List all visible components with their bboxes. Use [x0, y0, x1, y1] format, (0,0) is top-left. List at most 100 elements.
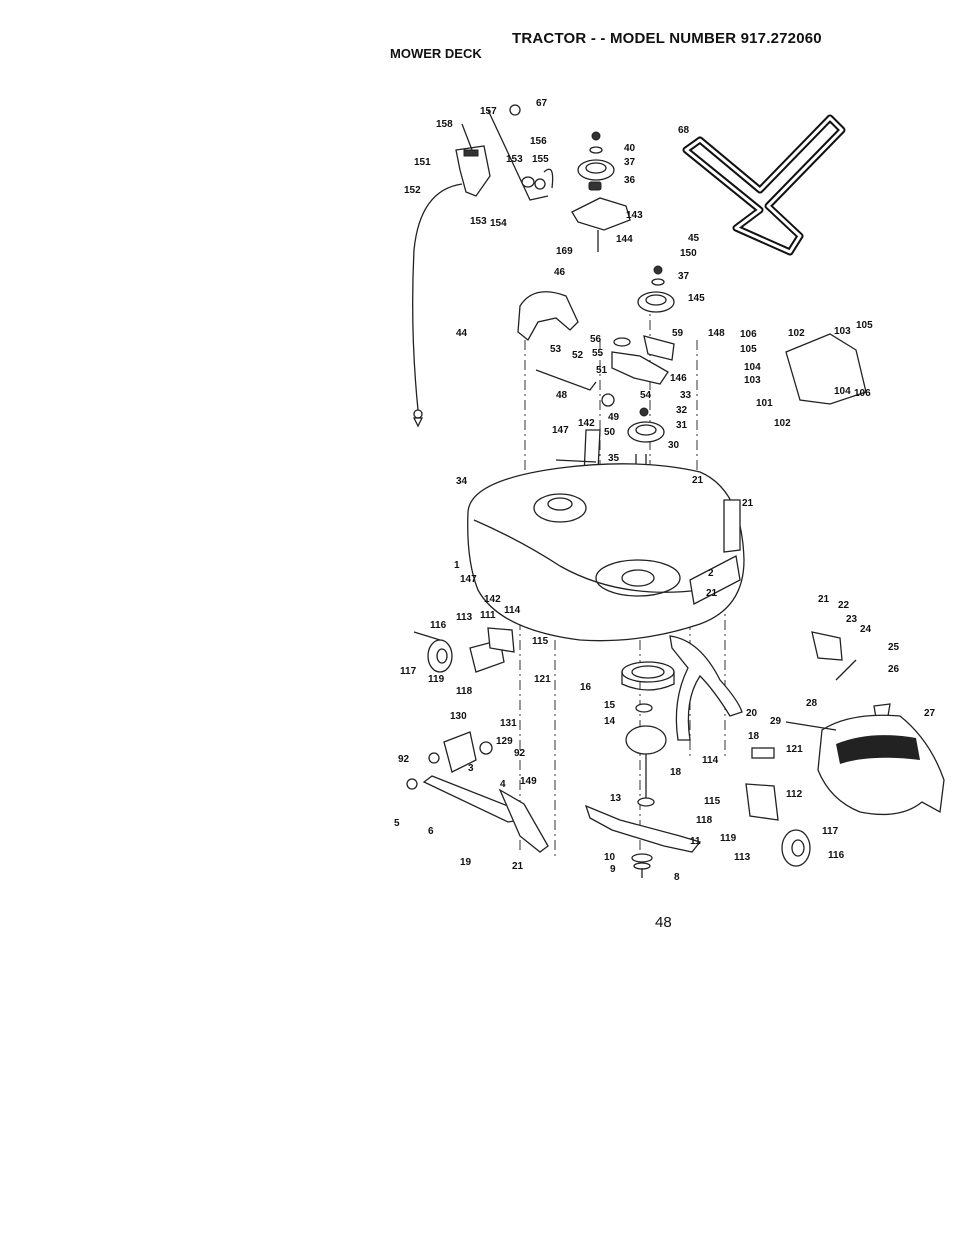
callout: 25: [888, 642, 900, 653]
bracket-143: [571, 197, 631, 231]
callout: 44: [456, 328, 468, 339]
callout: 52: [572, 350, 584, 361]
callout: 143: [626, 210, 643, 221]
callout: 104: [744, 362, 761, 373]
callout: 103: [744, 375, 761, 386]
callout: 169: [556, 246, 573, 257]
callout: 103: [834, 326, 851, 337]
callout: 27: [924, 708, 936, 719]
callout: 101: [756, 398, 773, 409]
callout: 152: [404, 185, 421, 196]
belt-guard-44: [517, 291, 579, 341]
callout: 10: [604, 852, 616, 863]
callout: 129: [496, 736, 513, 747]
callout: 37: [678, 271, 690, 282]
callout: 31: [676, 420, 688, 431]
idler-pulley-36: [577, 131, 615, 191]
gauge-wheel-left: [413, 631, 505, 673]
callout: 151: [414, 157, 431, 168]
blade-adapter-ring-16: [621, 661, 675, 691]
callout: 144: [616, 234, 633, 245]
callout: 3: [468, 763, 474, 774]
callout-labels: 158 157 67 151 156 153 155 40 37 36 152 …: [394, 98, 936, 883]
callout: 21: [818, 594, 830, 605]
callout: 148: [708, 328, 725, 339]
callout: 1: [454, 560, 460, 571]
callout: 18: [748, 731, 760, 742]
cable-152: [412, 183, 463, 411]
callout: 33: [680, 390, 692, 401]
callout: 40: [624, 143, 636, 154]
callout: 4: [500, 779, 506, 790]
callout: 28: [806, 698, 818, 709]
callout: 118: [456, 686, 473, 697]
callout: 113: [734, 852, 751, 863]
callout: 114: [702, 755, 719, 766]
front-link-6: [406, 731, 549, 853]
deflector-101: [785, 333, 867, 405]
upper-bracket: [455, 104, 554, 201]
callout: 45: [688, 233, 700, 244]
callout: 121: [786, 744, 803, 755]
blade-11: [584, 804, 702, 853]
callout: 130: [450, 711, 467, 722]
idler-arm-146: [611, 351, 669, 385]
callout: 102: [774, 418, 791, 429]
callout: 22: [838, 600, 850, 611]
callout: 20: [746, 708, 758, 719]
gauge-wheel-right: [745, 747, 811, 867]
callout: 102: [788, 328, 805, 339]
callout: 51: [596, 365, 608, 376]
callout: 21: [706, 588, 718, 599]
discharge-chute-27: [817, 714, 945, 816]
callout: 114: [504, 605, 521, 616]
callout: 8: [674, 872, 680, 883]
callout: 142: [578, 418, 595, 429]
callout: 154: [490, 218, 507, 229]
callout: 46: [554, 267, 566, 278]
callout: 157: [480, 106, 497, 117]
callout: 156: [530, 136, 547, 147]
callout: 106: [854, 388, 871, 399]
callout: 29: [770, 716, 782, 727]
callout: 142: [484, 594, 501, 605]
callout: 26: [888, 664, 900, 675]
callout: 131: [500, 718, 517, 729]
callout: 68: [678, 125, 690, 136]
callout: 36: [624, 175, 636, 186]
callout: 105: [856, 320, 873, 331]
callout: 155: [532, 154, 549, 165]
callout: 147: [552, 425, 569, 436]
callout: 19: [460, 857, 472, 868]
wheel-bracket-left: [487, 627, 515, 653]
callout: 49: [608, 412, 620, 423]
callout: 13: [610, 793, 622, 804]
callout: 34: [456, 476, 468, 487]
callout: 11: [690, 836, 701, 847]
callout: 119: [720, 833, 737, 844]
right-bracket: [811, 631, 891, 719]
callout: 104: [834, 386, 851, 397]
callout: 106: [740, 329, 757, 340]
callout: 21: [742, 498, 754, 509]
callout: 115: [704, 796, 721, 807]
callout: 149: [520, 776, 537, 787]
callout: 117: [400, 666, 417, 677]
callout: 112: [786, 789, 803, 800]
callout: 92: [398, 754, 410, 765]
section-title: MOWER DECK: [390, 46, 482, 61]
callout: 32: [676, 405, 688, 416]
callout: 67: [536, 98, 548, 109]
callout: 121: [534, 674, 551, 685]
callout: 16: [580, 682, 592, 693]
callout: 6: [428, 826, 434, 837]
callout: 147: [460, 574, 477, 585]
callout: 53: [550, 344, 562, 355]
callout: 23: [846, 614, 858, 625]
callout: 37: [624, 157, 636, 168]
callout: 24: [860, 624, 872, 635]
callout: 15: [604, 700, 616, 711]
callout: 50: [604, 427, 616, 438]
callout: 117: [822, 826, 839, 837]
mower-deck-exploded-diagram: 158 157 67 151 156 153 155 40 37 36 152 …: [394, 98, 945, 883]
